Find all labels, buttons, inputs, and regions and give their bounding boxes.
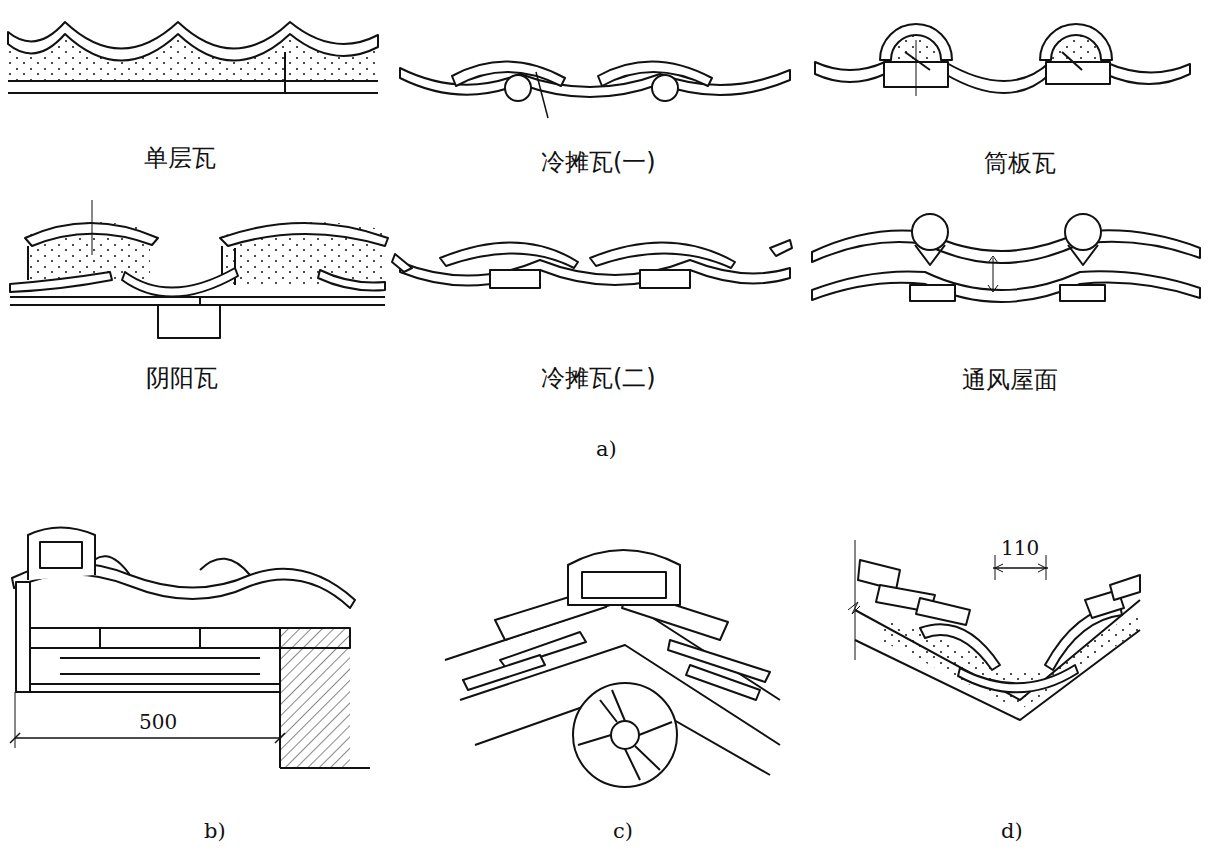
subfigure-letter: a)	[596, 438, 617, 461]
subfigure-letter: d)	[1001, 820, 1023, 843]
figure-caption: 阴阳瓦	[146, 365, 218, 391]
eave-detail	[10, 528, 370, 769]
single-layer-tile	[8, 22, 378, 93]
figure-caption: 冷摊瓦(一)	[541, 149, 656, 175]
dimension-label: 500	[137, 711, 179, 733]
ridge-detail	[445, 550, 780, 787]
tube-and-plate-tile	[815, 24, 1190, 96]
figure-caption: 单层瓦	[144, 145, 216, 171]
valley-detail	[848, 540, 1140, 720]
figure-caption: 冷摊瓦(二)	[541, 365, 656, 391]
dimension-label: 110	[999, 537, 1041, 559]
subfigure-letter: b)	[204, 820, 226, 843]
cold-laid-tile-one	[400, 61, 790, 118]
cold-laid-tile-two	[392, 240, 792, 288]
ventilated-roof	[812, 214, 1200, 302]
yin-yang-tile	[10, 200, 388, 338]
subfigure-letter: c)	[613, 820, 633, 843]
figure-caption: 筒板瓦	[984, 150, 1056, 176]
figure-caption: 通风屋面	[962, 367, 1058, 393]
